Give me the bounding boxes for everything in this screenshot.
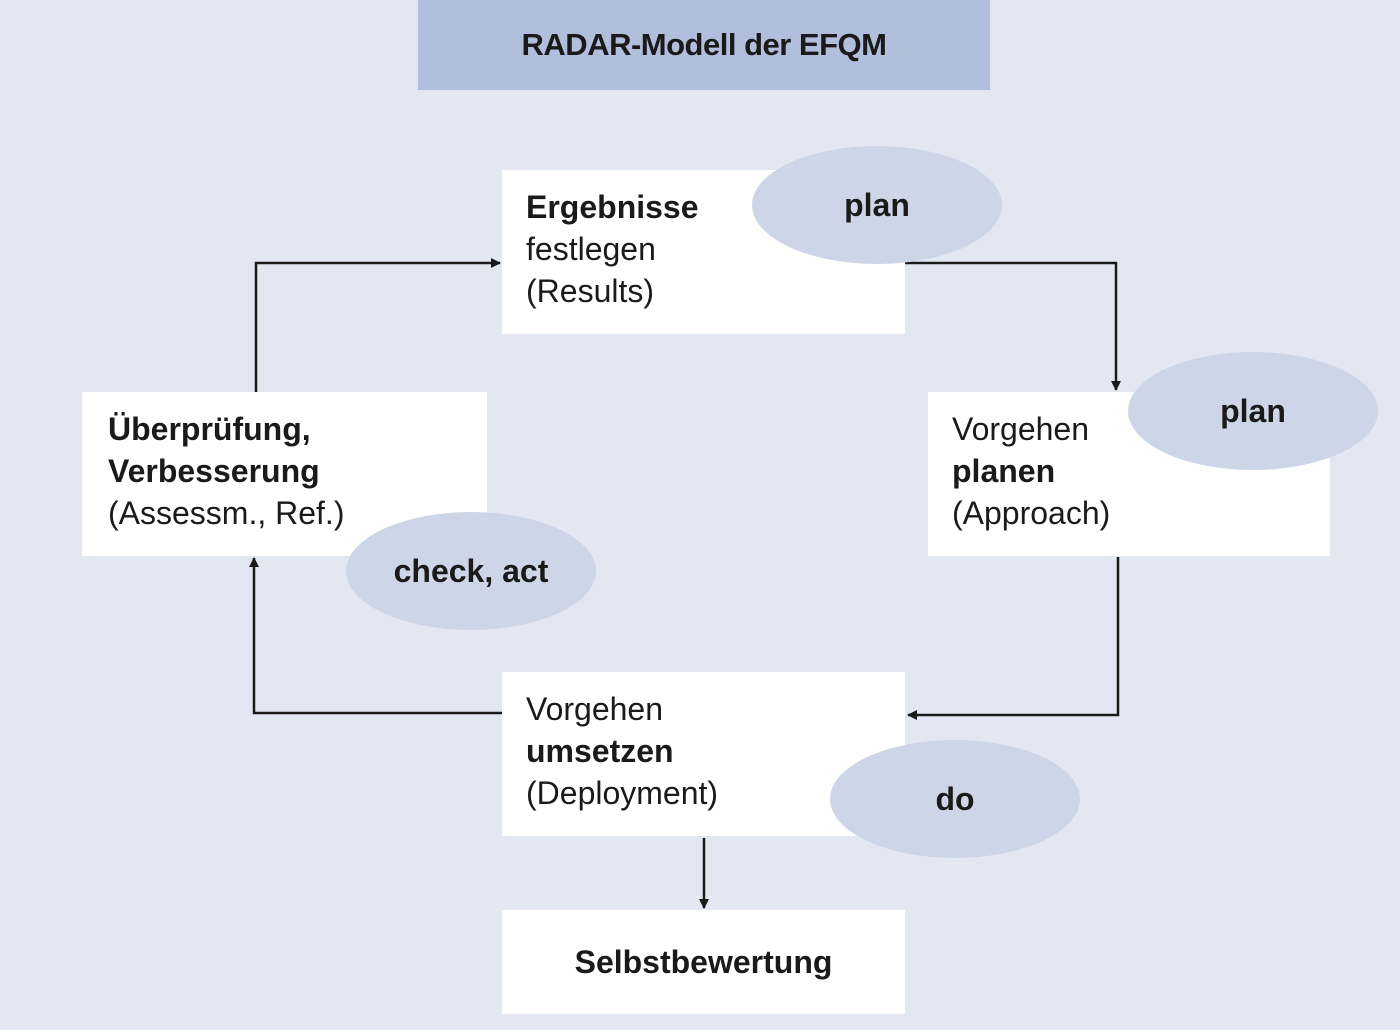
diagram-title: RADAR-Modell der EFQM xyxy=(418,0,990,90)
approach-line3: (Approach) xyxy=(952,495,1111,531)
arrow-assessment-to-results xyxy=(254,258,501,392)
arrow-results-to-approach xyxy=(903,261,1121,391)
arrow-approach-to-deployment xyxy=(907,557,1120,720)
approach-line1: Vorgehen xyxy=(952,411,1090,447)
box-deployment: Vorgehen umsetzen (Deployment) xyxy=(502,672,905,836)
results-line2: festlegen xyxy=(526,231,656,267)
phase-ellipse-assessment: check, act xyxy=(346,512,596,630)
approach-line2: planen xyxy=(952,453,1056,489)
deployment-line2: umsetzen xyxy=(526,733,674,769)
box-self-assessment: Selbstbewertung xyxy=(502,910,905,1014)
results-line1: Ergebnisse xyxy=(526,189,699,225)
arrow-deployment-to-assessment xyxy=(249,557,502,715)
phase-ellipse-results: plan xyxy=(752,146,1002,264)
assessment-line2: Verbesserung xyxy=(108,453,320,489)
phase-ellipse-deployment: do xyxy=(830,740,1080,858)
results-line3: (Results) xyxy=(526,273,655,309)
assessment-line3: (Assessm., Ref.) xyxy=(108,495,345,531)
deployment-line1: Vorgehen xyxy=(526,691,664,727)
assessment-line1: Überprüfung, xyxy=(108,411,311,447)
deployment-line3: (Deployment) xyxy=(526,775,719,811)
box-results: Ergebnisse festlegen (Results) xyxy=(502,170,905,334)
phase-ellipse-approach: plan xyxy=(1128,352,1378,470)
